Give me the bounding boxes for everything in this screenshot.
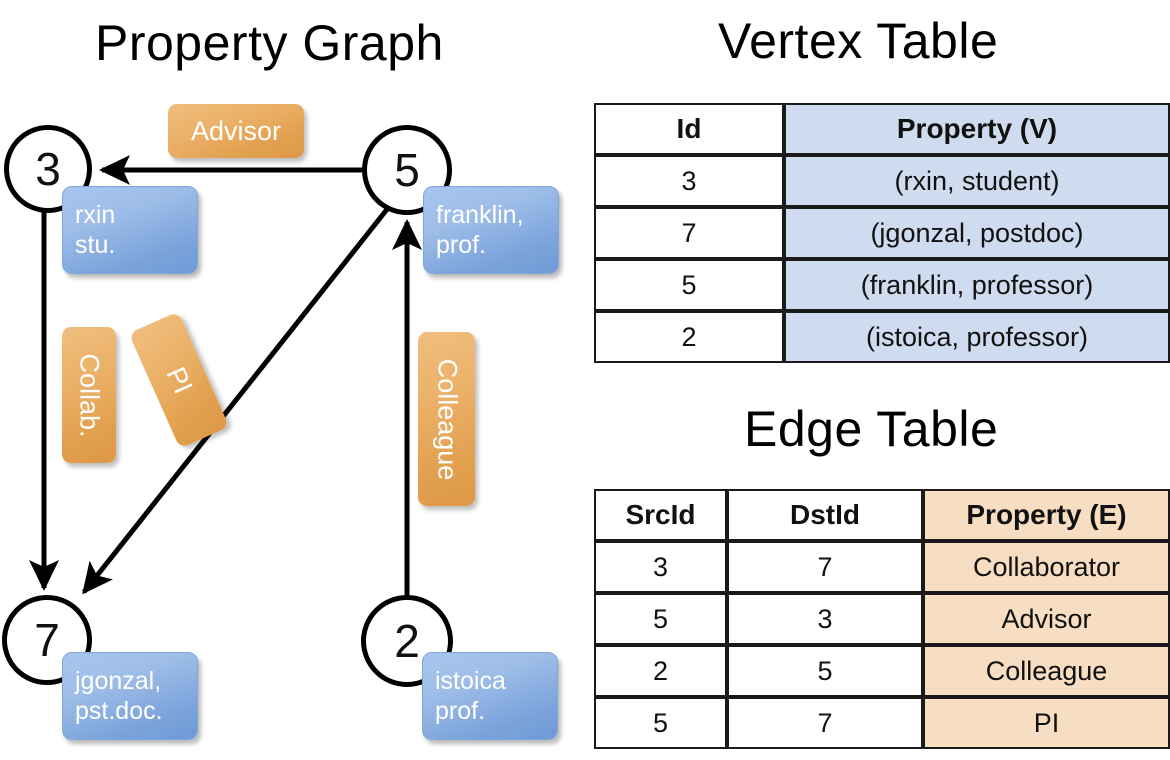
vertex-row-1-id: 7 (594, 207, 784, 259)
vertex-node-5[interactable]: 5 (362, 125, 452, 215)
vertex-table-header-row: Id Property (V) (594, 103, 1170, 155)
edge-row-3-src: 5 (594, 697, 727, 749)
edge-row-2-dst: 5 (727, 645, 923, 697)
graph-edges-svg (29, 155, 422, 596)
vertex-property-2-line2: prof. (435, 697, 486, 725)
vertex-property-3-line1: rxin (75, 200, 116, 229)
table-row[interactable]: 5 7 PI (594, 697, 1170, 749)
edge-row-1-dst: 3 (727, 593, 923, 645)
edge-label-advisor[interactable]: Advisor (168, 104, 304, 158)
vertex-property-box-2[interactable]: istoica prof. (422, 652, 558, 740)
edge-row-0-src: 3 (594, 541, 727, 593)
vertex-property-2-line1: istoica (435, 666, 506, 695)
vertex-property-5-line2: prof. (436, 231, 487, 259)
table-row[interactable]: 7 (jgonzal, postdoc) (594, 207, 1170, 259)
table-row[interactable]: 5 (franklin, professor) (594, 259, 1170, 311)
edge-label-advisor-text: Advisor (190, 115, 282, 146)
vertex-node-5-label: 5 (394, 144, 420, 196)
vertex-property-7-line1: jgonzal, (75, 666, 162, 695)
edge-row-1-property: Advisor (923, 593, 1170, 645)
edge-row-3-dst: 7 (727, 697, 923, 749)
edge-row-1-src: 5 (594, 593, 727, 645)
edge-label-colleague-text: Colleague (432, 358, 462, 480)
edge-table-header-property: Property (E) (923, 489, 1170, 541)
edge-label-collab-text: Collab. (74, 352, 105, 438)
vertex-table-header-property: Property (V) (784, 103, 1170, 155)
edge-row-3-property: PI (923, 697, 1170, 749)
edge-line-pi (82, 201, 394, 595)
edge-row-0-dst: 7 (727, 541, 923, 593)
vertex-property-7-line2: pst.doc. (75, 697, 163, 725)
edge-label-colleague[interactable]: Colleague (418, 332, 475, 506)
vertex-property-box-3[interactable]: rxin stu. (62, 186, 198, 274)
page-title-property-graph: Property Graph (95, 15, 444, 71)
vertex-row-3-id: 2 (594, 311, 784, 363)
vertex-row-0-property: (rxin, student) (784, 155, 1170, 207)
vertex-row-2-id: 5 (594, 259, 784, 311)
edge-table-header-row: SrcId DstId Property (E) (594, 489, 1170, 541)
vertex-row-0-id: 3 (594, 155, 784, 207)
vertex-row-2-property: (franklin, professor) (784, 259, 1170, 311)
edge-label-collab[interactable]: Collab. (62, 327, 116, 463)
edge-table-header-dstid: DstId (727, 489, 923, 541)
edge-table: SrcId DstId Property (E) 3 7 Collaborato… (594, 489, 1170, 749)
edge-label-pi-text: PI (160, 362, 199, 398)
edge-table-header-srcid: SrcId (594, 489, 727, 541)
vertex-property-5-line1: franklin, (436, 200, 524, 229)
table-row[interactable]: 3 7 Collaborator (594, 541, 1170, 593)
table-row[interactable]: 3 (rxin, student) (594, 155, 1170, 207)
vertex-node-7-label: 7 (34, 614, 60, 666)
edge-row-2-src: 2 (594, 645, 727, 697)
page-title-edge-table: Edge Table (744, 401, 999, 457)
edge-row-2-property: Colleague (923, 645, 1170, 697)
vertex-table: Id Property (V) 3 (rxin, student) 7 (jgo… (594, 103, 1170, 363)
vertex-property-box-5[interactable]: franklin, prof. (423, 186, 559, 274)
edge-row-0-property: Collaborator (923, 541, 1170, 593)
table-row[interactable]: 2 (istoica, professor) (594, 311, 1170, 363)
page-title-vertex-table: Vertex Table (718, 13, 999, 69)
vertex-node-3-label: 3 (35, 143, 61, 195)
table-row[interactable]: 5 3 Advisor (594, 593, 1170, 645)
vertex-node-2[interactable]: 2 (361, 595, 453, 687)
property-graph-panel: Property Graph 3 5 7 2 rxin stu. frankli… (2, 15, 559, 740)
vertex-row-3-property: (istoica, professor) (784, 311, 1170, 363)
vertex-row-1-property: (jgonzal, postdoc) (784, 207, 1170, 259)
vertex-node-2-label: 2 (394, 615, 420, 667)
vertex-property-3-line2: stu. (75, 231, 116, 259)
table-row[interactable]: 2 5 Colleague (594, 645, 1170, 697)
vertex-table-header-id: Id (594, 103, 784, 155)
vertex-property-box-7[interactable]: jgonzal, pst.doc. (62, 652, 198, 740)
